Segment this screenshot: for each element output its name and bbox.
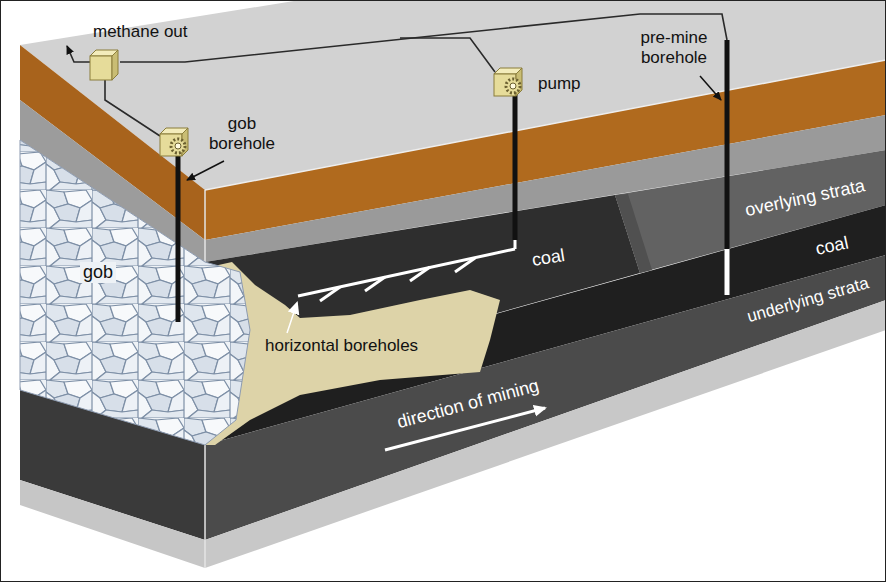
callout-label: gob xyxy=(80,262,116,283)
block-edge xyxy=(205,60,886,190)
callout-label: direction of mining xyxy=(395,375,541,433)
borehole xyxy=(513,94,518,240)
base-layer xyxy=(20,480,205,568)
underlying-strata xyxy=(205,255,886,540)
gob-borehole xyxy=(176,150,181,322)
callout-label: pump xyxy=(538,74,581,94)
pump-symbol xyxy=(160,128,188,156)
strata-label: coal xyxy=(530,245,566,271)
gob-rubble xyxy=(20,140,250,445)
methane-box xyxy=(90,50,118,80)
base-layer xyxy=(205,300,886,568)
cut-face xyxy=(615,194,652,273)
strata-label: coal xyxy=(814,232,851,259)
horizontal-boreholes xyxy=(298,240,515,301)
leader-line xyxy=(287,303,297,333)
pre-mine-borehole xyxy=(725,40,730,249)
outflow-arrow xyxy=(67,46,90,62)
strata-label: overlying strata xyxy=(743,175,867,221)
leader-line xyxy=(187,161,224,180)
strata-label: underlying strata xyxy=(745,273,871,326)
callout-label: horizontal boreholes xyxy=(262,336,421,356)
pre-mine-borehole xyxy=(725,249,730,295)
callout-label: gob borehole xyxy=(196,114,288,153)
surface-pipes xyxy=(105,14,727,136)
leader-line xyxy=(700,76,721,100)
pump-symbol xyxy=(494,68,522,96)
callout-label: methane out xyxy=(93,22,188,42)
callout-label: pre-mine borehole xyxy=(630,28,718,67)
